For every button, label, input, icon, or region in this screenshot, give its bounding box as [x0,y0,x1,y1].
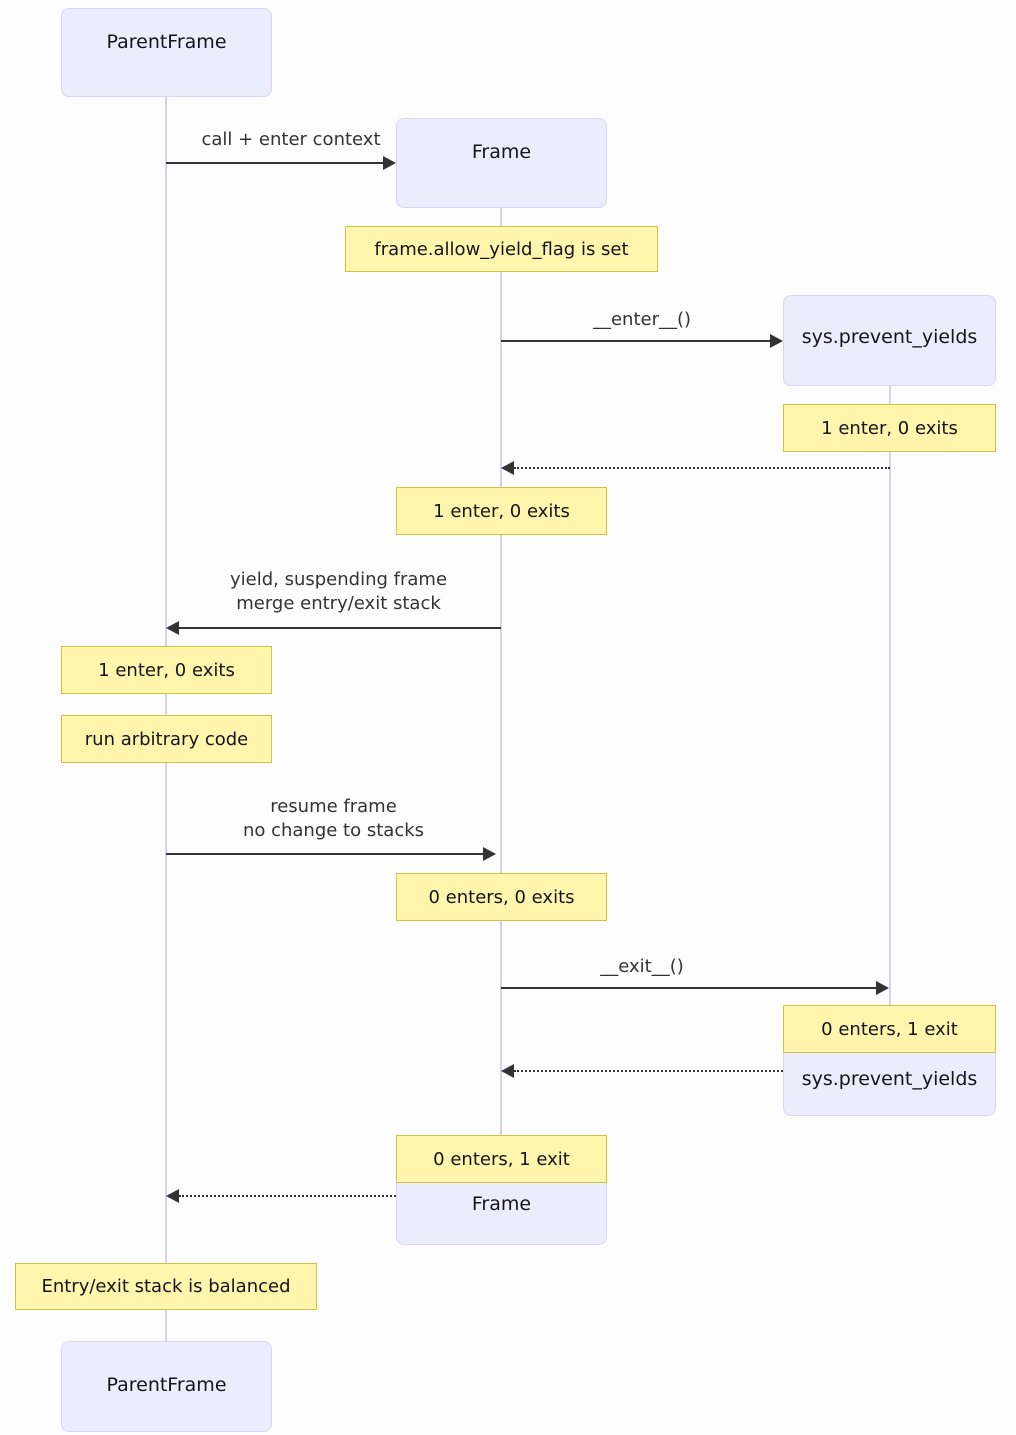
actor-parentframe-top[interactable]: ParentFrame [61,8,272,97]
note-run-arbitrary-code-text: run arbitrary code [84,728,249,750]
actor-frame-top-label: Frame [471,141,532,163]
note-sys-0-enters-1-exit-text: 0 enters, 1 exit [821,1018,958,1040]
note-stack-balanced: Entry/exit stack is balanced [15,1263,317,1310]
msg-yield-arrowhead [166,621,179,635]
actor-parentframe-bottom-label: ParentFrame [106,1374,227,1396]
actor-frame-top[interactable]: Frame [396,118,607,208]
lifeline-sys-prevent-yields [889,386,891,1020]
note-parent-1-enter-0-exits-text: 1 enter, 0 exits [98,659,235,681]
note-stack-balanced-text: Entry/exit stack is balanced [41,1276,291,1297]
msg-return-frame-arrowhead [166,1189,179,1203]
msg-enter-label: __enter__() [592,309,692,330]
msg-return-frame-line [179,1195,396,1197]
actor-sys-prevent-yields-bottom-label: sys.prevent_yields [801,1068,978,1090]
msg-exit-label: __exit__() [600,956,684,977]
note-parent-1-enter-0-exits: 1 enter, 0 exits [61,646,272,694]
lifeline-frame [500,208,502,1183]
msg-yield-line [179,627,501,629]
actor-parentframe-top-label: ParentFrame [106,31,227,53]
note-frame-0-enters-0-exits-text: 0 enters, 0 exits [428,886,575,908]
msg-exit-arrowhead [876,981,889,995]
msg-call-enter-context-label: call + enter context [201,129,381,150]
msg-call-enter-context-line [166,162,388,164]
actor-frame-bottom-label: Frame [471,1193,532,1215]
msg-return-enter-line [514,467,890,469]
msg-resume-label-line1: resume frame [270,796,397,817]
msg-return-enter-arrowhead [501,461,514,475]
msg-yield-label-line1: yield, suspending frame [229,569,448,590]
msg-resume-label-line2: no change to stacks [242,820,425,841]
msg-call-enter-context-arrowhead [383,156,396,170]
note-allow-yield-flag-text: frame.allow_yield_flag is set [374,238,629,260]
msg-return-exit-arrowhead [501,1064,514,1078]
note-run-arbitrary-code: run arbitrary code [61,715,272,763]
note-frame-1-enter-0-exits: 1 enter, 0 exits [396,487,607,535]
note-frame-0-enters-1-exit: 0 enters, 1 exit [396,1135,607,1183]
msg-exit-line [501,987,877,989]
msg-enter-line [501,340,772,342]
note-frame-1-enter-0-exits-text: 1 enter, 0 exits [433,500,570,522]
msg-enter-arrowhead [770,334,783,348]
note-sys-1-enter-0-exits: 1 enter, 0 exits [783,404,996,452]
note-sys-0-enters-1-exit: 0 enters, 1 exit [783,1005,996,1053]
msg-return-exit-line [514,1070,783,1072]
msg-resume-arrowhead [483,847,496,861]
note-allow-yield-flag: frame.allow_yield_flag is set [345,226,658,272]
actor-parentframe-bottom[interactable]: ParentFrame [61,1341,272,1432]
actor-sys-prevent-yields-top[interactable]: sys.prevent_yields [783,295,996,386]
note-frame-0-enters-0-exits: 0 enters, 0 exits [396,873,607,921]
note-sys-1-enter-0-exits-text: 1 enter, 0 exits [821,417,958,439]
msg-yield-label-line2: merge entry/exit stack [236,593,441,614]
msg-resume-line [166,853,488,855]
note-frame-0-enters-1-exit-text: 0 enters, 1 exit [433,1148,570,1170]
actor-sys-prevent-yields-top-label: sys.prevent_yields [801,326,978,348]
